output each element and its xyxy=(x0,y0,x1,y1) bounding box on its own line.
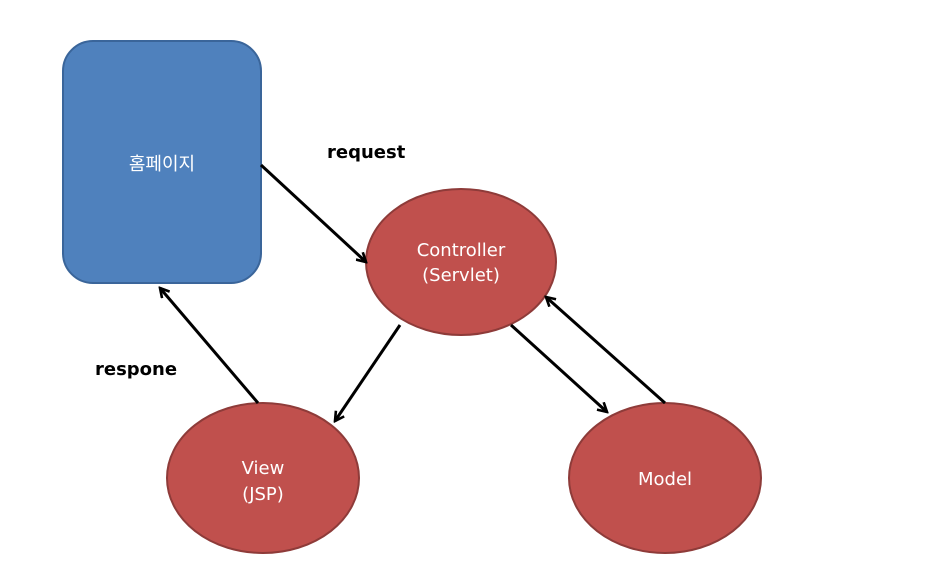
model-label: Model xyxy=(638,469,692,490)
view-label: View xyxy=(242,458,285,479)
controller-node: Controller (Servlet) xyxy=(365,188,557,336)
controller-to-view-arrow xyxy=(335,324,402,421)
model-node: Model xyxy=(568,402,762,554)
homepage-label: 홈페이지 xyxy=(129,154,195,175)
request-arrow xyxy=(259,163,366,262)
request-label: request xyxy=(327,142,406,163)
controller-sublabel: (Servlet) xyxy=(422,265,500,286)
response-arrow xyxy=(160,288,260,404)
view-sublabel: (JSP) xyxy=(242,484,284,505)
controller-to-model-arrow xyxy=(509,323,607,412)
model-to-controller-arrow xyxy=(546,297,666,405)
homepage-node: 홈페이지 xyxy=(62,40,262,284)
view-node: View (JSP) xyxy=(166,402,360,554)
controller-label: Controller xyxy=(417,240,506,261)
response-label: respone xyxy=(95,359,177,380)
